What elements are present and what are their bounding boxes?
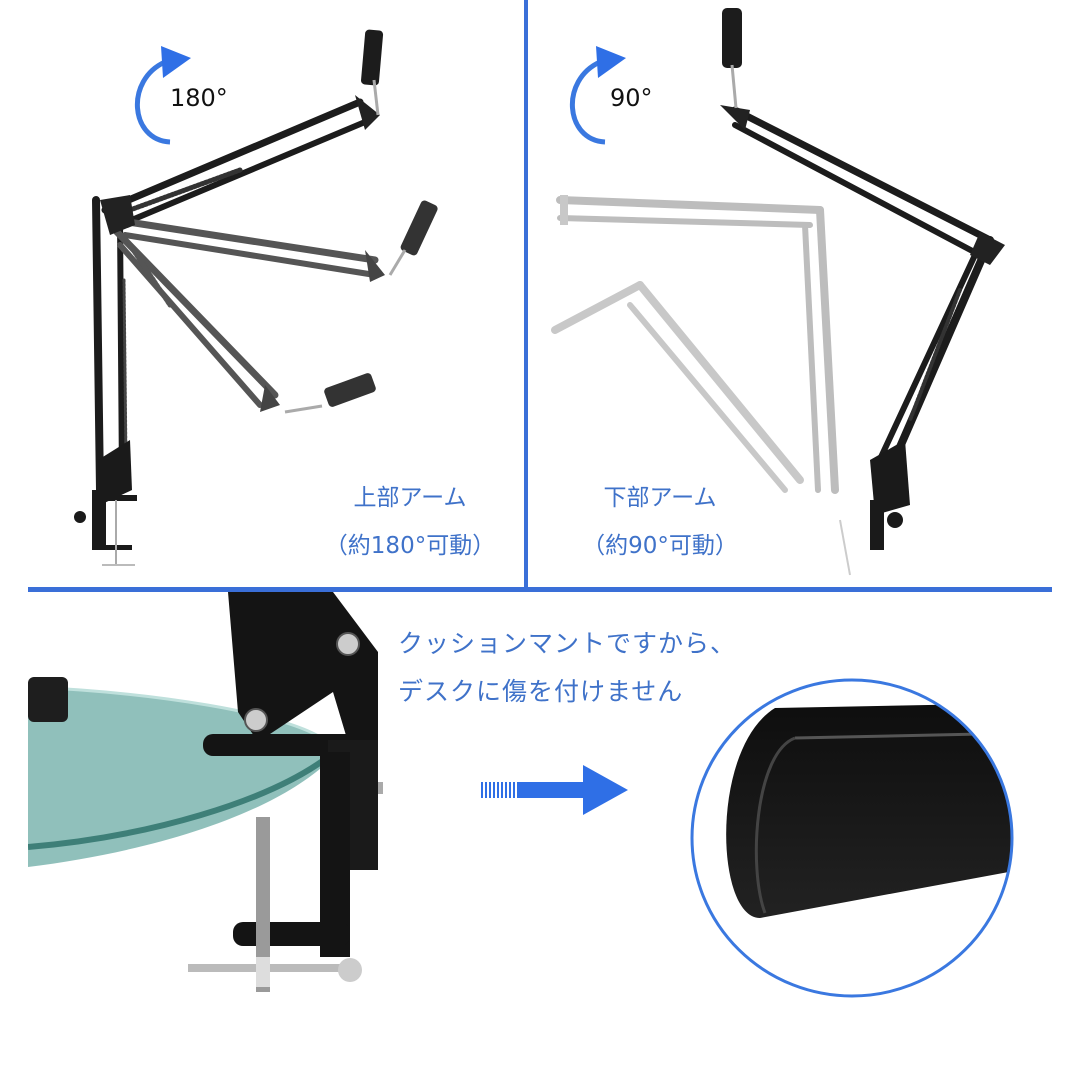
rotation-arrow-icon: [134, 46, 191, 145]
cushion-pad-zoom-circle: [690, 678, 1014, 998]
right-arrow-icon: [481, 765, 628, 815]
lower-arm-caption-title: 下部アーム: [603, 485, 717, 511]
mic-arm-180-illustration: [74, 29, 438, 566]
lower-arm-caption-range: （約90°可動）: [582, 533, 738, 559]
mic-arm-90-illustration: [551, 8, 1005, 576]
rotation-degree-label: 180°: [170, 84, 228, 112]
upper-arm-caption-title: 上部アーム: [353, 485, 467, 511]
cushion-note: クッションマントですから、 デスクに傷を付けません: [398, 620, 736, 716]
vertical-divider: [524, 0, 528, 592]
cushion-note-line1: クッションマントですから、: [398, 629, 737, 658]
horizontal-divider: [28, 587, 1052, 592]
rotation-arrow-icon: [569, 46, 626, 145]
rotation-degree-label: 90°: [610, 84, 653, 112]
upper-arm-caption-range: （約180°可動）: [324, 533, 496, 559]
desk-clamp-illustration: [28, 592, 383, 992]
cushion-note-line2: デスクに傷を付けません: [398, 677, 684, 706]
